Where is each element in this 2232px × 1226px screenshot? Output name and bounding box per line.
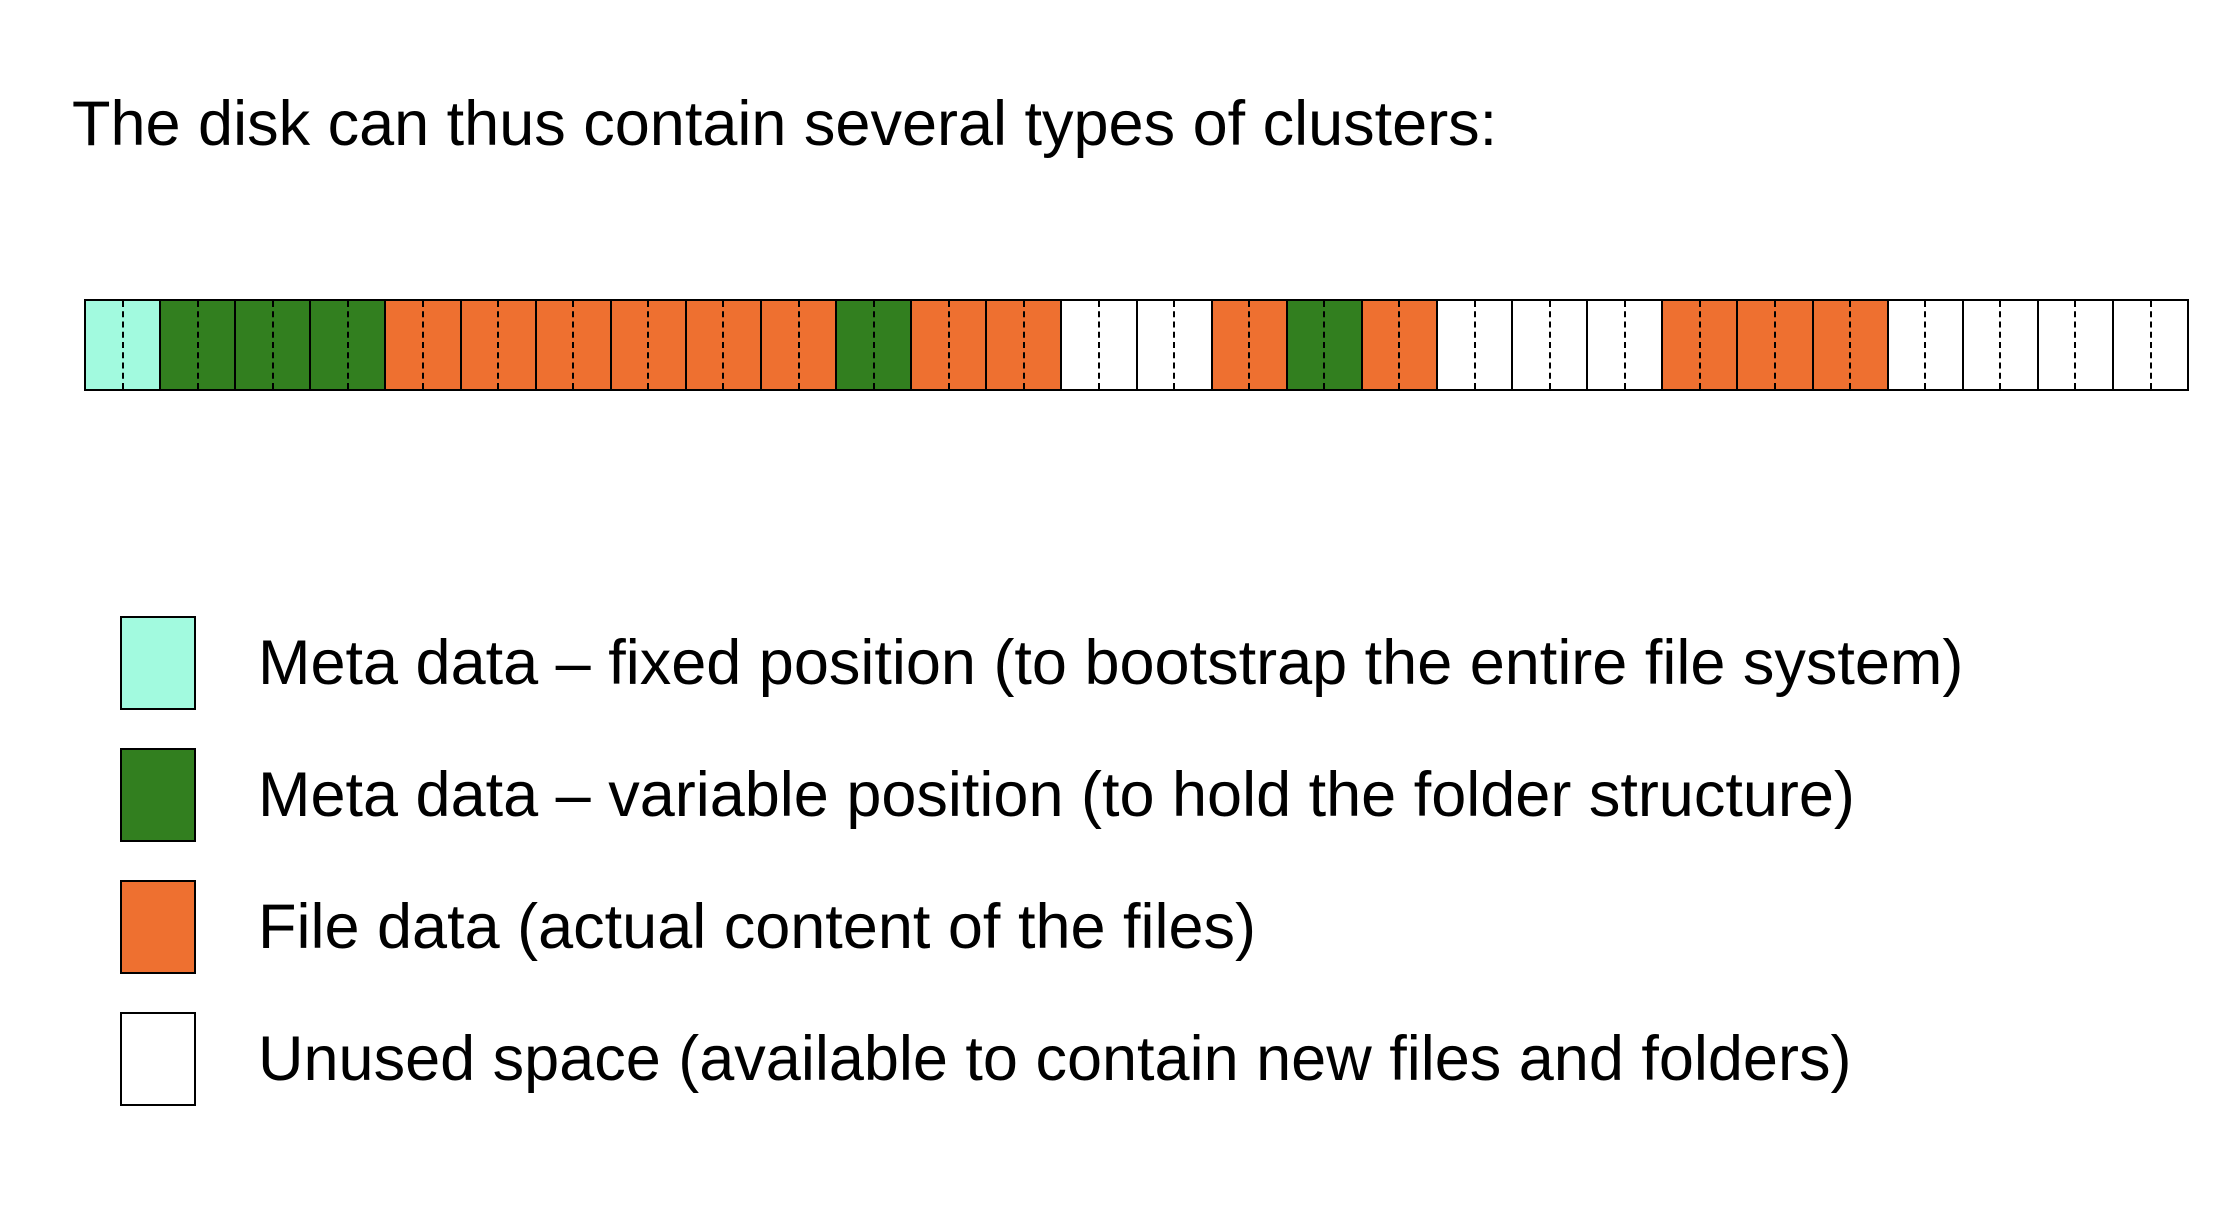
cluster-meta-variable (236, 301, 312, 389)
disk-cluster-strip (84, 299, 2189, 391)
cluster-file (1212, 301, 1288, 389)
cluster-unused (2113, 301, 2188, 389)
cluster-file (461, 301, 537, 389)
cluster-unused (2038, 301, 2114, 389)
swatch-meta-fixed (120, 616, 196, 710)
cluster-file (386, 301, 462, 389)
cluster-file (1362, 301, 1438, 389)
cluster-file (1663, 301, 1739, 389)
swatch-meta-variable (120, 748, 196, 842)
cluster-unused (1513, 301, 1589, 389)
cluster-meta-fixed (86, 301, 162, 389)
legend-item-file-data: File data (actual content of the files) (120, 880, 1963, 974)
cluster-file (611, 301, 687, 389)
slide-title: The disk can thus contain several types … (72, 89, 1498, 159)
legend-label-meta-fixed: Meta data – fixed position (to bootstrap… (258, 628, 1964, 698)
cluster-unused (1963, 301, 2039, 389)
cluster-unused (1137, 301, 1213, 389)
legend-item-meta-variable: Meta data – variable position (to hold t… (120, 748, 1963, 842)
cluster-meta-variable (837, 301, 913, 389)
swatch-unused (120, 1012, 196, 1106)
legend-item-unused: Unused space (available to contain new f… (120, 1012, 1963, 1106)
cluster-meta-variable (161, 301, 237, 389)
cluster-file (1813, 301, 1889, 389)
legend: Meta data – fixed position (to bootstrap… (120, 616, 1963, 1144)
legend-item-meta-fixed: Meta data – fixed position (to bootstrap… (120, 616, 1963, 710)
cluster-file (536, 301, 612, 389)
cluster-file (1738, 301, 1814, 389)
cluster-unused (1888, 301, 1964, 389)
cluster-unused (1588, 301, 1664, 389)
cluster-file (912, 301, 988, 389)
legend-label-unused: Unused space (available to contain new f… (258, 1024, 1852, 1094)
legend-label-file-data: File data (actual content of the files) (258, 892, 1257, 962)
legend-label-meta-variable: Meta data – variable position (to hold t… (258, 760, 1855, 830)
cluster-file (987, 301, 1063, 389)
cluster-file (686, 301, 762, 389)
swatch-file-data (120, 880, 196, 974)
cluster-unused (1062, 301, 1138, 389)
cluster-unused (1437, 301, 1514, 389)
cluster-meta-variable (311, 301, 387, 389)
cluster-meta-variable (1287, 301, 1363, 389)
cluster-file (761, 301, 838, 389)
